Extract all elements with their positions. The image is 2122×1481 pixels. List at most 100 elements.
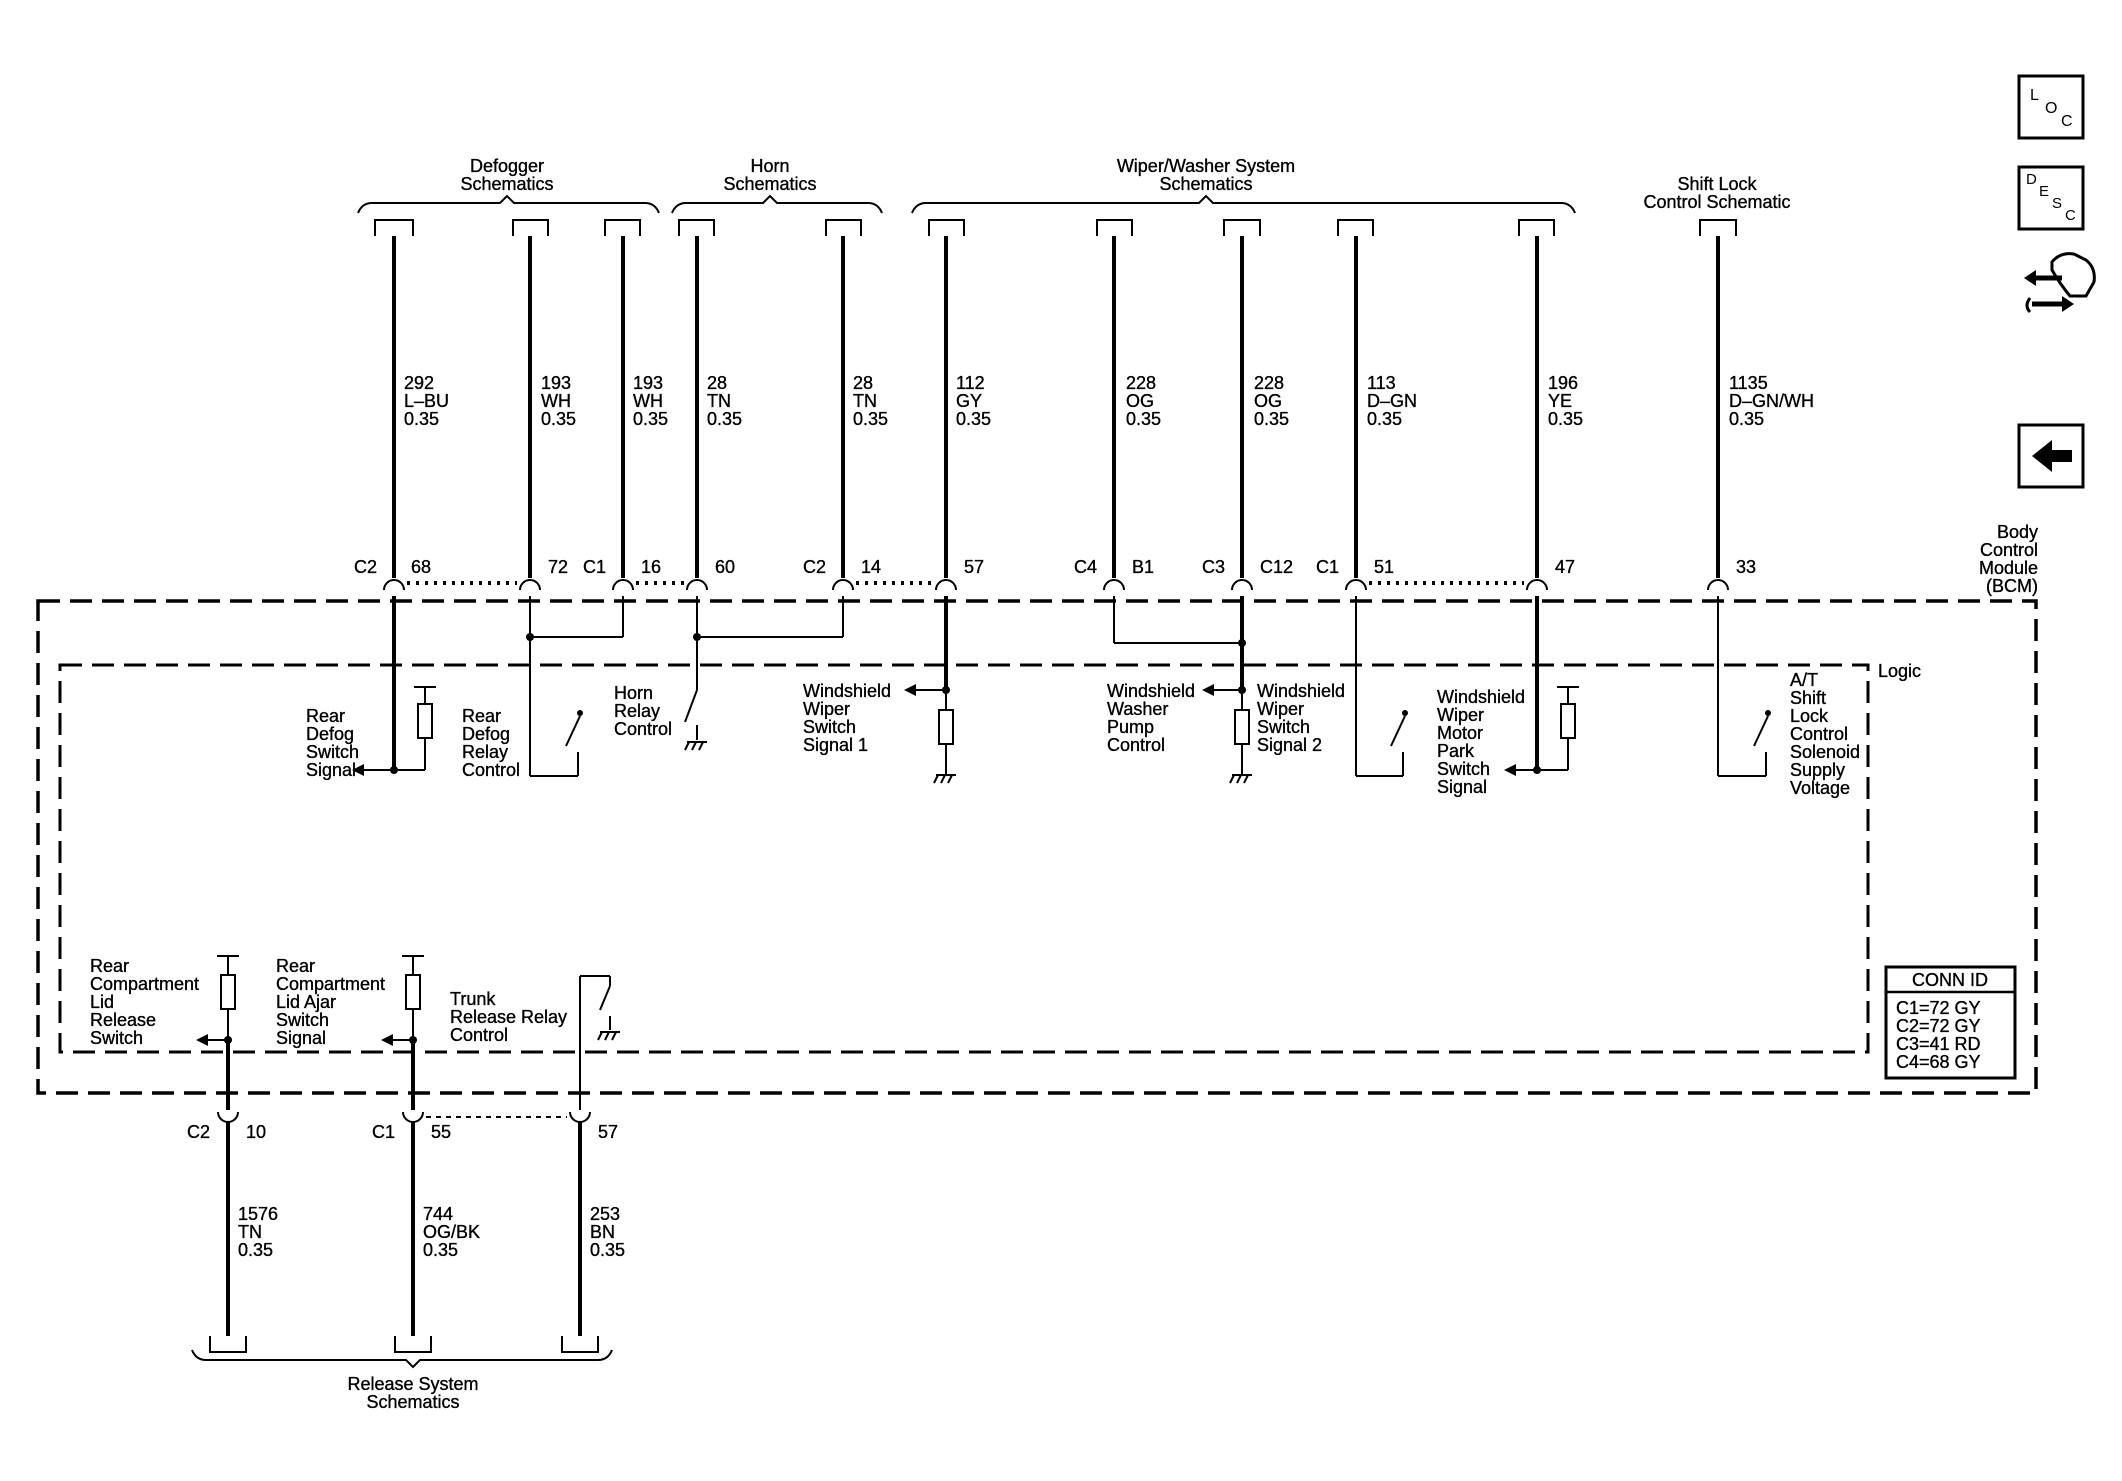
terminal	[383, 579, 405, 591]
wire-color: GY	[956, 391, 982, 411]
desc-letter: D	[2026, 171, 2037, 188]
loc-button-frame	[2017, 74, 2085, 140]
function-label: Control	[1790, 724, 1848, 744]
bcm-label-line: Module	[1979, 558, 2038, 578]
wire-label-744: 744 OG/BK 0.35	[423, 1204, 480, 1260]
resistor-icon	[938, 709, 954, 745]
wire-gauge: 0.35	[1254, 409, 1289, 429]
circuit-number: 228	[1126, 373, 1156, 393]
harness-connector	[512, 219, 549, 236]
wire-color: D–GN/WH	[1729, 391, 1814, 411]
bcm-label: Body Control Module (BCM)	[1979, 522, 2038, 596]
group-horn-line1: Horn	[750, 156, 789, 176]
circuit-number: 28	[707, 373, 727, 393]
desc-letter: E	[2039, 183, 2049, 200]
wire-label-196: 196 YE 0.35	[1548, 373, 1583, 429]
group-wiper-bracket	[911, 194, 1576, 214]
function-label: Relay	[614, 701, 660, 721]
wire-label-1135: 1135 D–GN/WH 0.35	[1729, 373, 1814, 429]
wire-color: L–BU	[404, 391, 449, 411]
wire-gauge: 0.35	[1548, 409, 1583, 429]
wire-label-228-b: 228 OG 0.35	[1254, 373, 1289, 429]
harness-connector	[678, 219, 715, 236]
function-label: Voltage	[1790, 778, 1850, 798]
function-label: A/T	[1790, 670, 1818, 690]
harness-connector	[604, 219, 641, 236]
loc-button[interactable]: L O C	[2017, 74, 2085, 140]
pin-number: 68	[411, 557, 431, 577]
wire-gauge: 0.35	[423, 1240, 458, 1260]
arrow-icon	[904, 684, 916, 696]
connector-id: C2	[354, 557, 377, 577]
function-label: Windshield	[1437, 687, 1525, 707]
function-label: Release Relay	[450, 1007, 567, 1027]
function-label: Control	[450, 1025, 508, 1045]
wire-color: WH	[541, 391, 571, 411]
harness-connector	[928, 219, 965, 236]
circuit-number: 193	[541, 373, 571, 393]
pin-number: 16	[641, 557, 661, 577]
rear-defog-switch-circuit: Rear Defog Switch Signal	[306, 596, 436, 780]
wire-label-228-a: 228 OG 0.35	[1126, 373, 1161, 429]
switch-icon	[565, 715, 581, 747]
function-label: Switch	[90, 1028, 143, 1048]
function-label: Park	[1437, 741, 1475, 761]
group-defogger-line1: Defogger	[470, 156, 544, 176]
circuit-number: 28	[853, 373, 873, 393]
function-label: Motor	[1437, 723, 1483, 743]
desc-button[interactable]: D E S C	[2017, 165, 2085, 231]
wire-gauge: 0.35	[853, 409, 888, 429]
logic-label: Logic	[1878, 661, 1921, 681]
terminal	[686, 579, 708, 591]
wire-color: D–GN	[1367, 391, 1417, 411]
function-label: Signal	[276, 1028, 326, 1048]
at-shift-lock-circuit: A/T Shift Lock Control Solenoid Supply V…	[1717, 596, 1860, 798]
rear-comp-lid-release-circuit: Rear Compartment Lid Release Switch	[90, 955, 239, 1110]
function-label: Trunk	[450, 989, 496, 1009]
connector-id: C2	[803, 557, 826, 577]
function-label: Defog	[306, 724, 354, 744]
harness-connector	[209, 1336, 247, 1353]
pin-number: 55	[431, 1122, 451, 1142]
function-label: Rear	[276, 956, 315, 976]
group-release: Release System Schematics	[191, 1349, 613, 1412]
wire-labels-top: 292 L–BU 0.35 193 WH 0.35 193 WH 0.35 28…	[404, 373, 1814, 429]
function-label: Signal 2	[1257, 735, 1322, 755]
pin-number: 33	[1736, 557, 1756, 577]
function-label: Wiper	[803, 699, 850, 719]
bcm-outline	[36, 599, 2038, 1095]
group-release-line1: Release System	[347, 1374, 478, 1394]
pin-number: 10	[246, 1122, 266, 1142]
back-button[interactable]	[2017, 423, 2085, 489]
conn-id-row: C2=72 GY	[1896, 1016, 1981, 1036]
arrow-icon	[1504, 764, 1516, 776]
conn-id-title: CONN ID	[1912, 970, 1988, 990]
wire-label-113: 113 D–GN 0.35	[1367, 373, 1417, 429]
function-label: Rear	[306, 706, 345, 726]
junction-dot	[526, 633, 534, 641]
terminal	[1231, 579, 1253, 591]
function-label: Control	[614, 719, 672, 739]
harness-connector	[1223, 219, 1261, 236]
ws-washer-and-switch-2-circuit: Windshield Washer Pump Control Windshiel…	[1107, 596, 1345, 784]
wire-color: TN	[707, 391, 731, 411]
rear-comp-lid-ajar-circuit: Rear Compartment Lid Ajar Switch Signal	[276, 955, 424, 1110]
group-defogger-line2: Schematics	[460, 174, 553, 194]
switch-icon	[1390, 715, 1406, 747]
pin-number: 47	[1555, 557, 1575, 577]
service-procedure-button[interactable]	[2024, 252, 2096, 314]
pin-number: 60	[715, 557, 735, 577]
connector-id: C1	[1316, 557, 1339, 577]
function-label: Defog	[462, 724, 510, 744]
pin-labels-top: C2 68 72 C1 16 60 C2 14 57 C4 B1 C3 C12 …	[354, 557, 1756, 577]
pin-number: 57	[964, 557, 984, 577]
harness-connector	[1337, 219, 1374, 236]
connector-id: C1	[583, 557, 606, 577]
function-label: Wiper	[1437, 705, 1484, 725]
harness-connector	[1096, 219, 1133, 236]
bcm-label-line: Body	[1997, 522, 2038, 542]
wire-gauge: 0.35	[1729, 409, 1764, 429]
arrow-icon	[381, 1034, 393, 1046]
harness-connector	[394, 1336, 432, 1353]
group-horn: Horn Schematics	[671, 156, 883, 214]
